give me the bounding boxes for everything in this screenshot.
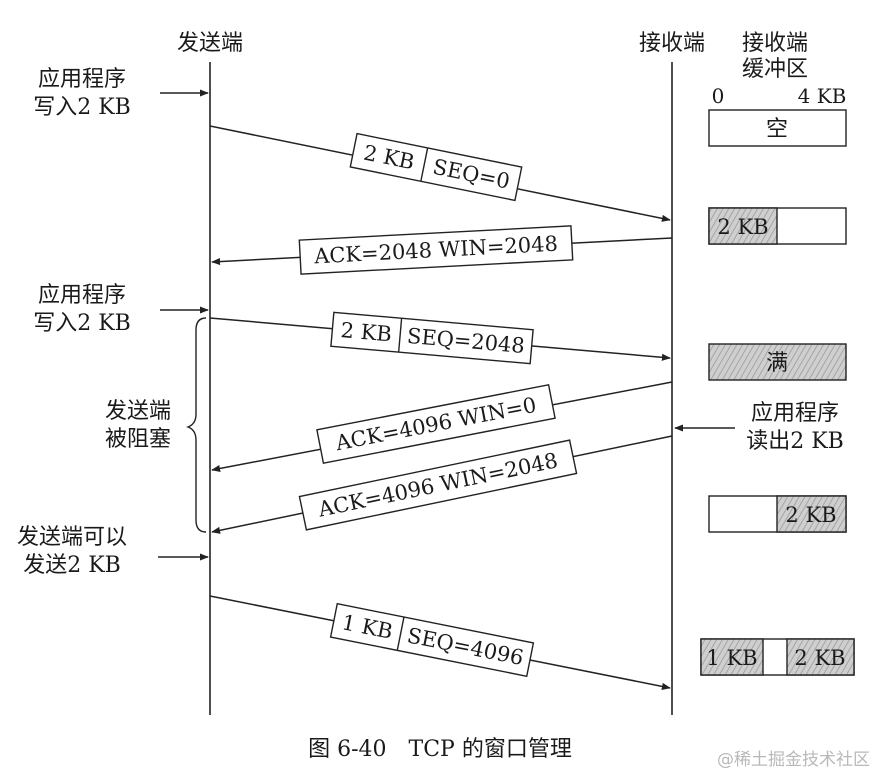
buffer-state-3: 满 [708,343,847,381]
note-blocked-line1: 发送端 [105,399,171,424]
note-can-send-line1: 发送端可以 [17,525,127,550]
buffer-scale-min: 0 [712,84,725,108]
buffer-state-2: 2 KB [708,207,847,245]
figure-caption: 图 6-40 TCP 的窗口管理 [308,737,572,762]
msg2-label: ACK=2048 WIN=2048 [298,225,574,275]
note-app-write-1-line1: 应用程序 [38,67,126,92]
blocked-brace [186,317,207,533]
buffer-title-line2: 缓冲区 [742,57,808,82]
note-app-write-2-line1: 应用程序 [38,283,126,308]
note-can-send-line2: 发送2 KB [23,553,121,578]
buffer-1-label: 空 [766,117,788,142]
buffer-state-4: 2 KB [708,495,847,533]
msg6-label: 1 KB SEQ=4096 [329,602,535,678]
note-app-write-2-line2: 写入2 KB [33,311,131,336]
buffer-5-label-b: 2 KB [794,646,845,670]
note-blocked-line2: 被阻塞 [105,427,171,452]
buffer-state-1: 空 [708,109,847,147]
receiver-title: 接收端 [639,31,705,56]
msg3-size: 2 KB [340,318,393,346]
buffer-state-5: 1 KB 2 KB [700,638,855,676]
buffer-3-label: 满 [766,351,788,376]
msg3-label: 2 KB SEQ=2048 [330,311,534,365]
note-app-read-line2: 读出2 KB [746,429,844,454]
buffer-2-label: 2 KB [717,215,768,239]
buffer-5-label-a: 1 KB [706,646,757,670]
watermark: @稀土掘金技术社区 [717,750,870,770]
sender-title: 发送端 [177,31,243,56]
note-app-write-1-line2: 写入2 KB [33,95,131,120]
buffer-4-label: 2 KB [785,503,836,527]
buffer-scale-max: 4 KB [798,84,847,108]
note-app-read-line1: 应用程序 [751,401,839,426]
buffer-title-line1: 接收端 [742,31,808,56]
msg1-label: 2 KB SEQ=0 [349,132,523,202]
